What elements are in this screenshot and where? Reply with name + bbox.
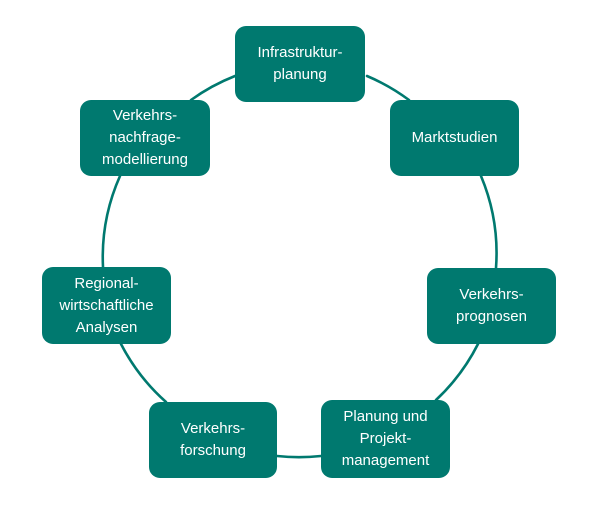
ring-arc-5 bbox=[119, 342, 168, 404]
node-verkehrsforschung: Verkehrs- forschung bbox=[149, 402, 277, 478]
ring-arc-1 bbox=[365, 74, 411, 102]
node-marktstudien: Marktstudien bbox=[390, 100, 519, 176]
ring-arc-3 bbox=[434, 342, 480, 402]
node-infrastrukturplanung: Infrastruktur- planung bbox=[235, 26, 365, 102]
node-verkehrsprognosen: Verkehrs- prognosen bbox=[427, 268, 556, 344]
node-planung-und-projektmanagement: Planung und Projekt- management bbox=[321, 400, 450, 478]
node-regionalwirtschaftliche-analysen: Regional- wirtschaftliche Analysen bbox=[42, 267, 171, 344]
ring-arc-2 bbox=[479, 174, 498, 270]
ring-arc-6 bbox=[101, 174, 122, 269]
node-verkehrsnachfragemodellierung: Verkehrs- nachfrage- modellierung bbox=[80, 100, 210, 176]
ring-arc-4 bbox=[275, 454, 323, 459]
ring-arc-7 bbox=[189, 74, 237, 102]
